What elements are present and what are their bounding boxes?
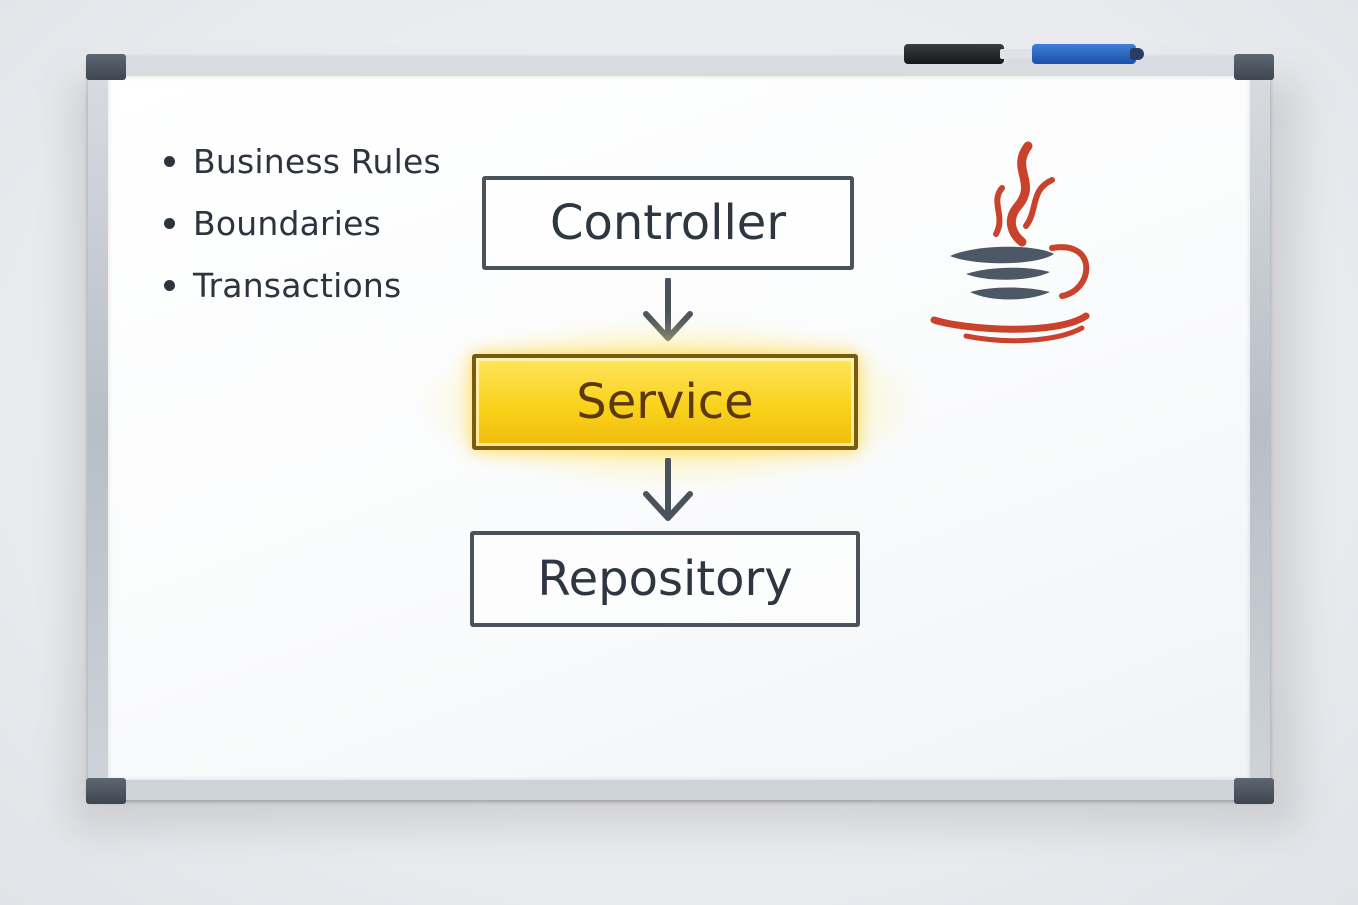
frame-corner-top-right [1234,54,1274,80]
blue-marker-icon[interactable] [1032,44,1136,64]
repository-box: Repository [470,531,860,627]
java-coffee-cup-icon [930,141,1090,344]
arrow-down-icon [643,458,693,521]
blue-marker-tip-icon [1130,48,1144,60]
bullet-text: Transactions [193,265,402,305]
service-label: Service [576,374,754,430]
bullet-item: Business Rules [160,130,441,192]
controller-box: Controller [482,176,854,270]
repository-label: Repository [537,551,793,607]
bullet-dot-icon [164,217,175,229]
bullet-text: Business Rules [193,141,441,181]
frame-corner-top-left [86,54,126,80]
controller-label: Controller [549,195,787,251]
bullet-list: Business Rules Boundaries Transactions [160,130,441,316]
bullet-dot-icon [164,155,175,167]
black-marker-cap-icon [1000,49,1034,59]
bullet-item: Boundaries [160,192,441,254]
bullet-item: Transactions [160,254,441,316]
bullet-dot-icon [164,279,175,291]
frame-corner-bottom-right [1234,778,1274,804]
frame-corner-bottom-left [86,778,126,804]
black-marker-icon[interactable] [904,44,1004,64]
service-box: Service [472,354,858,450]
bullet-text: Boundaries [193,203,382,243]
